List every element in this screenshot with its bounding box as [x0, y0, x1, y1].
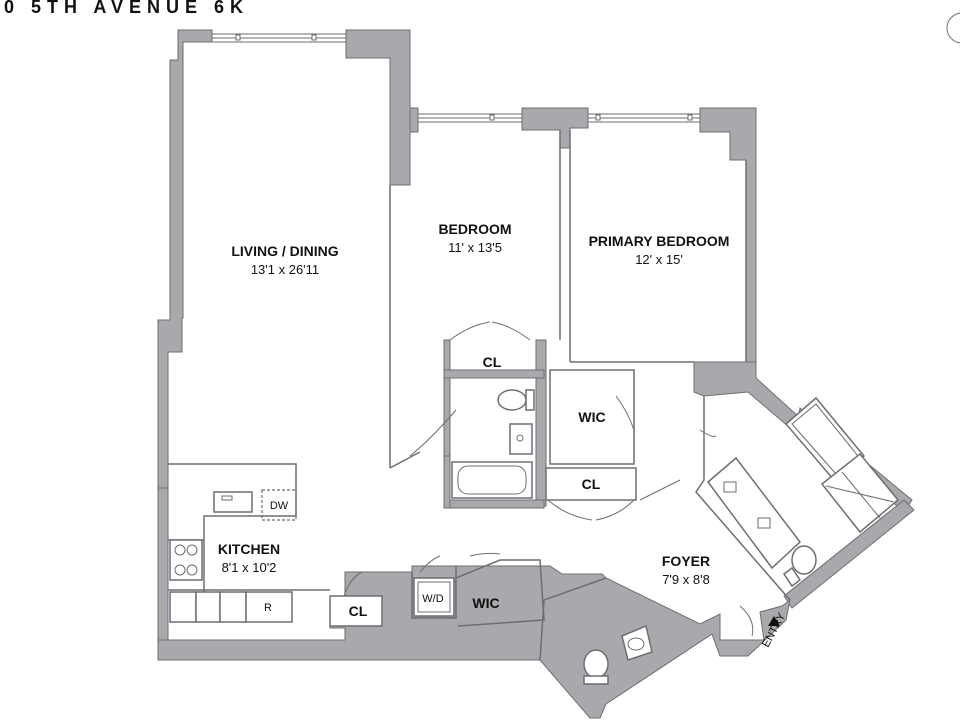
primary-bedroom-label: PRIMARY BEDROOM — [589, 233, 730, 249]
kitchen-closet-label: CL — [349, 603, 368, 619]
bedroom-bath-fixtures — [451, 389, 535, 499]
bedroom-dims: 11' x 13'5 — [448, 240, 502, 255]
living-dining-dims: 13'1 x 26'11 — [251, 262, 319, 277]
primary-bath-fixtures — [706, 396, 900, 588]
kitchen-fixtures — [169, 489, 297, 623]
primary-bedroom-dims: 12' x 15' — [635, 252, 683, 267]
windows — [211, 33, 701, 123]
bedroom-label: BEDROOM — [438, 221, 511, 237]
foyer-dims: 7'9 x 8'8 — [662, 572, 710, 587]
foyer-label: FOYER — [662, 553, 710, 569]
entry-arrow-icon — [768, 616, 780, 626]
living-dining-label: LIVING / DINING — [231, 243, 338, 259]
closet-fixtures — [329, 577, 455, 627]
primary-closet-label: CL — [582, 476, 601, 492]
powder-room-fixtures — [583, 624, 653, 685]
washer-dryer-label: W/D — [422, 593, 443, 605]
plan-title: 0 5TH AVENUE 6K — [4, 0, 249, 17]
kitchen-dims: 8'1 x 10'2 — [222, 560, 277, 575]
bedroom-closet-label: CL — [483, 354, 502, 370]
kitchen-label: KITCHEN — [218, 541, 280, 557]
doors — [343, 321, 754, 637]
refrigerator-label: R — [264, 602, 272, 614]
primary-wic-label: WIC — [578, 409, 605, 425]
dishwasher-label: DW — [270, 500, 289, 512]
foyer-wic-label: WIC — [472, 595, 499, 611]
compass-icon — [946, 12, 960, 44]
